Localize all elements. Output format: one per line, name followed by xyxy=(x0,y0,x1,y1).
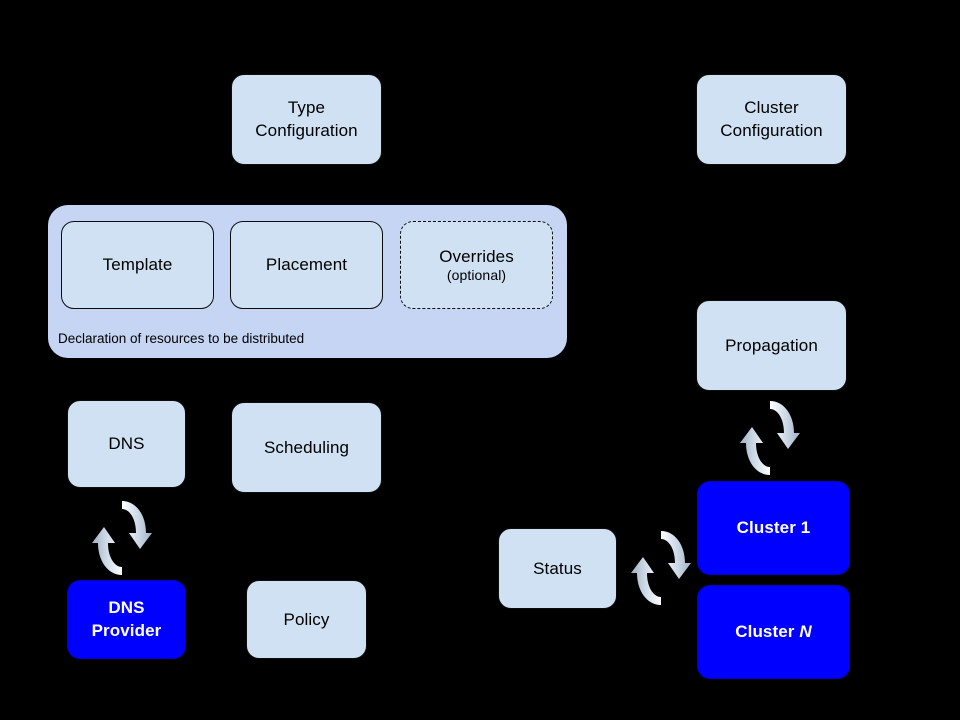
node-status-label: Status xyxy=(533,558,582,578)
node-scheduling[interactable]: Scheduling xyxy=(231,402,382,493)
node-template[interactable]: Template xyxy=(61,221,214,309)
sync-arrows-icon-dns xyxy=(89,497,155,579)
node-type-configuration-label-1: Type xyxy=(287,98,326,118)
node-dns-provider-label-2: Provider xyxy=(91,620,162,640)
node-status[interactable]: Status xyxy=(498,528,617,609)
node-propagation[interactable]: Propagation xyxy=(696,300,847,391)
node-scheduling-label: Scheduling xyxy=(263,437,350,457)
node-cluster-n-label: Cluster N xyxy=(735,621,811,642)
node-type-configuration-label-2: Configuration xyxy=(255,120,358,140)
node-template-label: Template xyxy=(102,255,173,275)
sync-arrows-icon-propagation xyxy=(737,397,803,479)
node-cluster-1-label-prefix: Cluster xyxy=(736,518,801,538)
container-caption: Declaration of resources to be distribut… xyxy=(58,331,305,346)
node-overrides-label: Overrides xyxy=(439,246,514,266)
node-policy[interactable]: Policy xyxy=(246,580,367,659)
node-cluster-configuration[interactable]: Cluster Configuration xyxy=(696,74,847,165)
node-placement[interactable]: Placement xyxy=(230,221,383,309)
node-overrides-sublabel: (optional) xyxy=(446,266,507,283)
node-dns-label: DNS xyxy=(108,434,145,454)
node-cluster-n-label-suffix: N xyxy=(799,622,812,642)
node-cluster-configuration-label-1: Cluster xyxy=(744,98,799,118)
node-propagation-label: Propagation xyxy=(725,335,818,355)
node-overrides[interactable]: Overrides (optional) xyxy=(400,221,553,309)
node-type-configuration[interactable]: Type Configuration xyxy=(231,74,382,165)
node-cluster-n-label-prefix: Cluster xyxy=(735,622,800,642)
node-cluster-1-label-suffix: 1 xyxy=(800,518,811,538)
node-policy-label: Policy xyxy=(283,609,330,629)
node-dns-provider-label-1: DNS xyxy=(108,598,145,618)
node-dns-provider[interactable]: DNS Provider xyxy=(67,580,186,659)
node-placement-label: Placement xyxy=(265,255,348,275)
node-cluster-configuration-label-2: Configuration xyxy=(720,120,823,140)
node-dns[interactable]: DNS xyxy=(67,400,186,488)
sync-arrows-icon-status xyxy=(628,527,694,609)
node-cluster-1[interactable]: Cluster 1 xyxy=(697,481,850,575)
node-cluster-1-label: Cluster 1 xyxy=(737,517,811,538)
node-cluster-n[interactable]: Cluster N xyxy=(697,585,850,679)
